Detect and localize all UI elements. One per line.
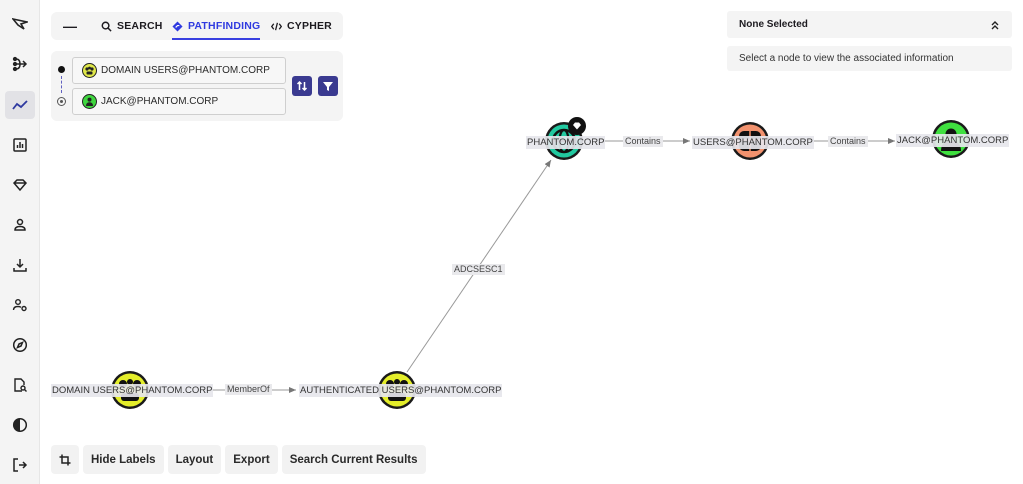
reset-view-button[interactable] — [51, 445, 79, 474]
end-node-marker-icon — [57, 97, 66, 106]
end-node-value: JACK@PHANTOM.CORP — [101, 96, 219, 107]
collapse-button[interactable]: — — [63, 18, 78, 34]
filter-icon — [323, 82, 333, 91]
search-mode-tabs: — SEARCH PATHFINDING CYPHER — [51, 12, 343, 40]
node-label-authenticated-users: AUTHENTICATED USERS@PHANTOM.CORP — [299, 384, 503, 397]
layout-button[interactable]: Layout — [167, 445, 222, 474]
start-node-marker-icon — [58, 66, 65, 73]
file-search-icon[interactable] — [5, 371, 35, 399]
edge-label-contains-1: Contains — [623, 136, 663, 147]
explore-icon[interactable] — [5, 50, 35, 78]
entity-info-title: None Selected — [739, 19, 808, 30]
path-connector — [61, 76, 62, 93]
search-icon — [101, 21, 112, 32]
theme-contrast-icon[interactable] — [5, 411, 35, 439]
user-settings-icon[interactable] — [5, 291, 35, 319]
owned-gem-badge-icon — [568, 117, 586, 135]
node-label-jack: JACK@PHANTOM.CORP — [896, 134, 1010, 147]
download-icon[interactable] — [5, 251, 35, 279]
graph-controls: Hide Labels Layout Export Search Current… — [51, 445, 426, 474]
start-node-value: DOMAIN USERS@PHANTOM.CORP — [101, 65, 270, 76]
user-icon[interactable] — [5, 211, 35, 239]
tab-pathfinding[interactable]: PATHFINDING — [172, 12, 261, 40]
edge-label-contains-2: Contains — [828, 136, 868, 147]
tab-search[interactable]: SEARCH — [101, 12, 163, 40]
hide-labels-button[interactable]: Hide Labels — [83, 445, 164, 474]
end-node-input[interactable]: JACK@PHANTOM.CORP — [72, 88, 286, 115]
start-node-input[interactable]: DOMAIN USERS@PHANTOM.CORP — [72, 57, 286, 84]
node-label-users-container: USERS@PHANTOM.CORP — [692, 136, 814, 149]
entity-info-header[interactable]: None Selected — [727, 11, 1012, 38]
filter-button[interactable] — [318, 76, 338, 96]
tab-cypher[interactable]: CYPHER — [271, 12, 332, 40]
tab-pathfinding-label: PATHFINDING — [188, 20, 261, 32]
app-logo-icon[interactable] — [5, 10, 35, 38]
user-node-icon — [82, 94, 97, 109]
export-button[interactable]: Export — [225, 445, 278, 474]
logout-icon[interactable] — [5, 451, 35, 479]
double-chevron-up-icon[interactable] — [990, 20, 1000, 30]
pathfinding-panel: DOMAIN USERS@PHANTOM.CORP JACK@PHANTOM.C… — [51, 51, 343, 121]
pathfinding-diamond-icon — [172, 20, 183, 32]
tab-search-label: SEARCH — [117, 20, 163, 32]
group-icon — [82, 63, 97, 78]
swap-icon — [296, 80, 308, 92]
node-label-phantom-corp: PHANTOM.CORP — [526, 136, 606, 149]
edge-label-memberof: MemberOf — [225, 384, 272, 395]
edge-label-adcsesc1: ADCSESC1 — [452, 264, 505, 275]
sidebar — [0, 0, 40, 484]
search-current-results-button[interactable]: Search Current Results — [281, 445, 426, 474]
code-icon — [271, 22, 282, 30]
swap-button[interactable] — [292, 76, 312, 96]
node-label-domain-users: DOMAIN USERS@PHANTOM.CORP — [51, 384, 214, 397]
compass-icon[interactable] — [5, 331, 35, 359]
chart-icon[interactable] — [5, 131, 35, 159]
entity-info-message: Select a node to view the associated inf… — [727, 46, 1012, 71]
tab-cypher-label: CYPHER — [287, 20, 332, 32]
gem-icon[interactable] — [5, 171, 35, 199]
pathfinding-icon[interactable] — [5, 91, 35, 119]
crop-icon — [59, 454, 71, 465]
